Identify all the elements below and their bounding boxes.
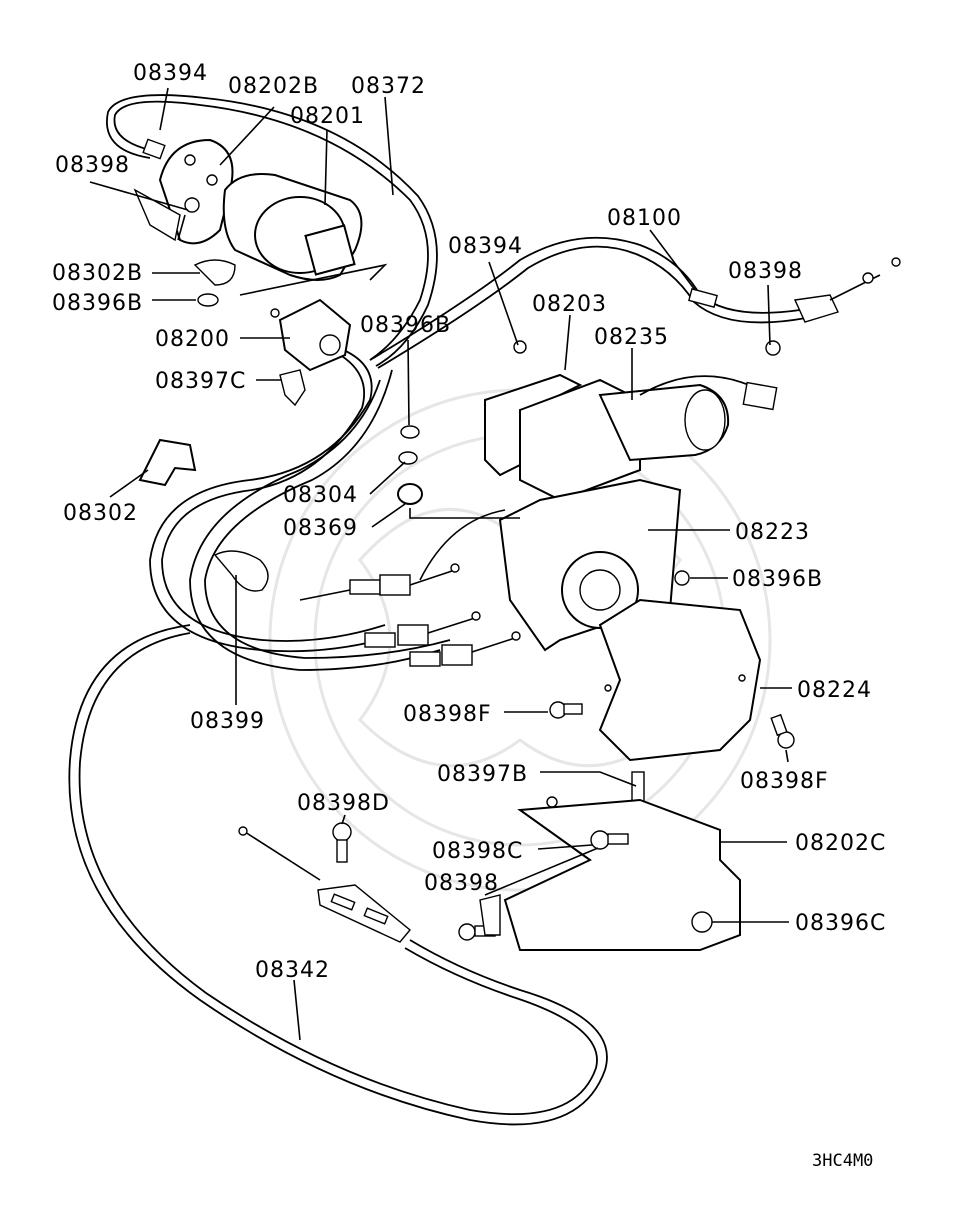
label-08224: 08224 [797,678,872,703]
leader-lines [89,87,792,1041]
bolt-08398d [332,822,352,863]
actuator-08200 [270,298,352,372]
clip-08397c [279,369,306,407]
diagram-code: 3HC4M0 [812,1151,873,1171]
label-08398f-right: 08398F [740,769,829,794]
bolt-08398f-left [549,701,583,719]
label-08398c: 08398C [432,839,523,864]
label-08396c: 08396C [795,911,886,936]
nut-08396b-upper [400,425,420,439]
label-08202c: 08202C [795,831,886,856]
cable-bundle [149,344,451,671]
cable-ends [213,550,521,667]
label-08223: 08223 [735,520,810,545]
label-08398f-left: 08398F [403,702,492,727]
motor-assembly [484,340,781,502]
solenoid-08201 [133,138,388,307]
label-08201: 08201 [290,104,365,129]
label-08396b-right: 08396B [732,567,823,592]
label-08398d: 08398D [297,791,390,816]
label-08100: 08100 [607,206,682,231]
bolt-08398f-right [770,713,795,749]
label-08200: 08200 [155,327,230,352]
label-08399: 08399 [190,709,265,734]
label-08304: 08304 [283,483,358,508]
grommet-08369 [397,483,423,505]
bracket-08302 [138,438,197,487]
label-08398-top: 08398 [55,153,130,178]
label-08394-mid: 08394 [448,234,523,259]
label-08396b-left: 08396B [52,291,143,316]
label-08397c: 08397C [155,369,246,394]
label-08396b-center: 08396B [360,313,451,338]
cable-08342 [68,624,608,1126]
label-08342: 08342 [255,958,330,983]
label-08302b: 08302B [52,261,143,286]
bushing-08304 [398,451,418,465]
label-08235: 08235 [594,325,669,350]
label-08398-bottom: 08398 [424,871,499,896]
part-labels: 08394 08202B 08372 08201 08398 08302B 08… [52,61,886,1171]
cable-08372 [106,94,438,367]
label-08369: 08369 [283,516,358,541]
label-08372: 08372 [351,74,426,99]
bracket-08202c [458,771,741,951]
label-08202b: 08202B [228,74,319,99]
label-08398-right: 08398 [728,259,803,284]
cover-08224 [598,598,762,762]
label-08302: 08302 [63,501,138,526]
label-08394-top: 08394 [133,61,208,86]
label-08397b: 08397B [437,762,528,787]
label-08203: 08203 [532,292,607,317]
cable-08100 [369,236,901,369]
